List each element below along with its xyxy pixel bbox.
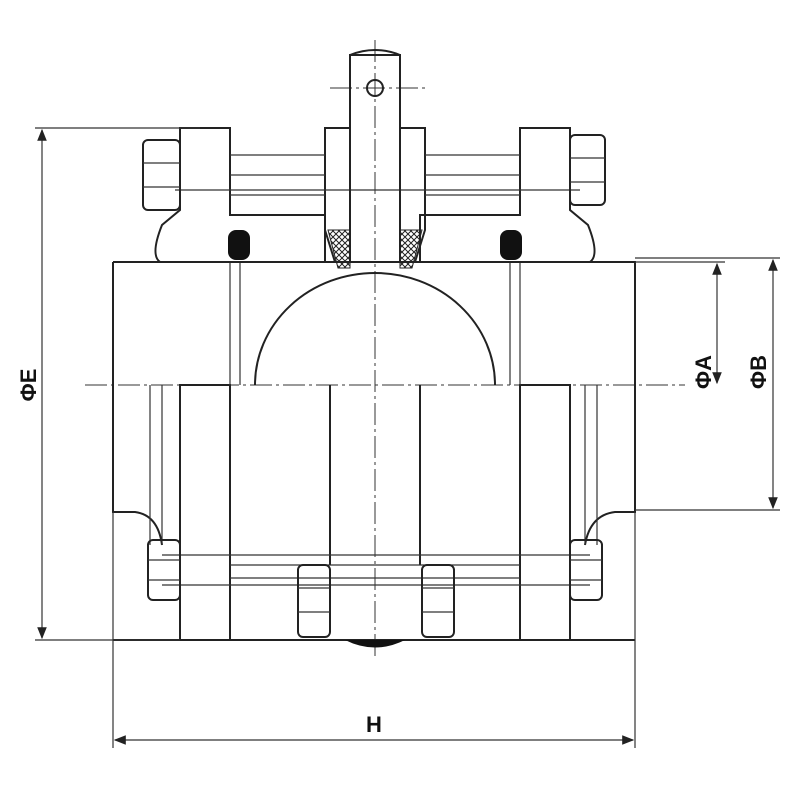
dimension-label-e: ΦE (16, 369, 41, 402)
dimension-a: ΦA (635, 261, 725, 389)
bolt-bottom-left (147, 539, 181, 601)
center-lines (85, 40, 685, 660)
nut-bottom-right (421, 564, 455, 638)
bolt-top-left (142, 139, 181, 211)
dimension-e: ΦE (16, 127, 200, 641)
dimension-b: ΦB (635, 257, 780, 511)
dimension-h: H (112, 512, 636, 748)
bolts (142, 134, 606, 638)
dimension-label-h: H (366, 712, 382, 737)
bolt-top-right (569, 134, 606, 206)
bolt-bottom-right (569, 539, 603, 601)
valve-stem (349, 49, 401, 263)
dimension-label-a: ΦA (691, 355, 716, 389)
nut-bottom-left (297, 564, 331, 638)
dimension-label-b: ΦB (746, 355, 771, 389)
valve-body (112, 261, 636, 648)
top-clamp (154, 127, 596, 269)
